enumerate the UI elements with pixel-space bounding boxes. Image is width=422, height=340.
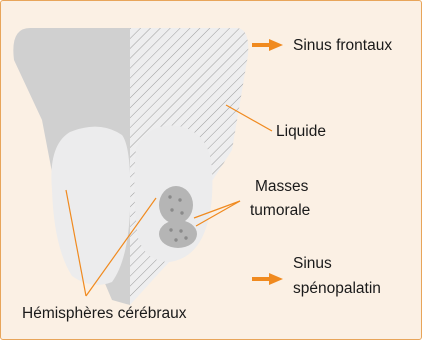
label-masses-tumorale-line2: tumorale (250, 201, 310, 220)
hemisphere-left (51, 127, 130, 285)
label-sinus-frontaux: Sinus frontaux (293, 36, 392, 55)
label-liquide: Liquide (276, 122, 326, 141)
label-sinus-sphenopalatin-line2: spénopalatin (293, 279, 381, 298)
tumor-mass-lower (159, 220, 197, 248)
label-masses-tumorale-line1: Masses (255, 177, 308, 196)
arrow-right-icon (252, 39, 283, 51)
label-sinus-sphenopalatin-line1: Sinus (293, 254, 332, 273)
label-hemispheres-cerebraux: Hémisphères cérébraux (22, 304, 187, 323)
arrow-right-icon (252, 273, 283, 285)
tumor-mass-upper (159, 186, 193, 224)
